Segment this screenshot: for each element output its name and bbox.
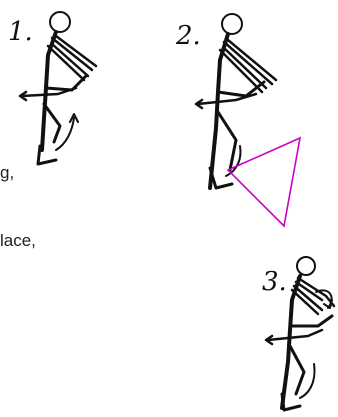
step-number-3: 3. [262, 267, 287, 297]
